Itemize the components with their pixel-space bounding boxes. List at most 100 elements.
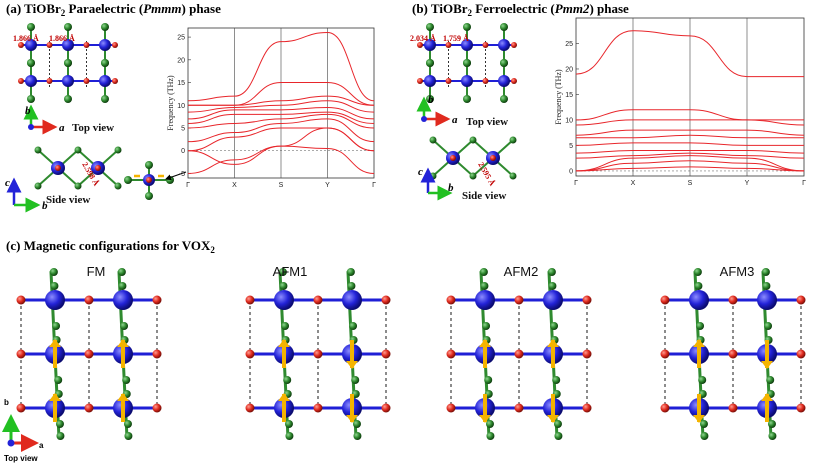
o-atom <box>112 42 118 48</box>
o-atom <box>16 403 26 413</box>
br-atom <box>56 432 65 440</box>
o-atom <box>313 295 323 305</box>
o-atom <box>446 349 456 359</box>
top-view-label: Top view <box>72 122 114 134</box>
br-atom <box>429 136 437 144</box>
bond-length-2-label: 1.866 Å <box>49 34 75 43</box>
band-line-7 <box>575 129 805 136</box>
top-view-label: Top view <box>4 454 38 463</box>
o-atom <box>112 78 118 84</box>
o-atom <box>450 155 456 161</box>
o-atom <box>660 349 670 359</box>
br-atom <box>698 376 707 384</box>
side-view-label: Side view <box>46 194 90 206</box>
ti-atom <box>498 75 510 87</box>
o-atom <box>245 295 255 305</box>
br-atom <box>64 59 72 67</box>
x-tick-label: S <box>688 180 693 187</box>
x-tick-label: Γ <box>186 182 190 189</box>
br-atom <box>486 432 495 440</box>
o-atom <box>152 349 162 359</box>
config-labels: FM AFM1 AFM2 AFM3 <box>87 264 755 279</box>
o-atom <box>446 295 456 305</box>
config-label-afm3: AFM3 <box>720 264 755 279</box>
magnetic-configurations <box>16 268 806 440</box>
br-atom <box>429 172 437 180</box>
y-tick-label: 20 <box>565 66 573 73</box>
ti-atom <box>475 290 495 310</box>
y-tick-label: -5 <box>179 171 185 178</box>
br-atom <box>761 268 770 276</box>
br-atom <box>484 376 493 384</box>
ti-atom <box>543 290 563 310</box>
br-atom <box>553 420 562 428</box>
br-atom <box>281 322 290 330</box>
axes-indicator-b-side: c b <box>418 166 454 201</box>
br-atom <box>463 59 471 67</box>
br-atom <box>349 322 358 330</box>
band-line-1 <box>575 160 805 172</box>
br-atom <box>122 376 131 384</box>
config-label-fm: FM <box>87 264 106 279</box>
br-atom <box>123 420 132 428</box>
br-atom <box>34 146 42 154</box>
o-atom <box>95 165 101 171</box>
spin-arrow-head <box>761 361 773 369</box>
axes-indicator-a-side: c b <box>5 177 48 213</box>
o-atom <box>46 42 53 48</box>
band-line-10 <box>575 30 804 78</box>
config-afm1 <box>245 268 391 440</box>
o-atom <box>796 403 806 413</box>
br-atom <box>700 432 709 440</box>
o-atom <box>514 295 524 305</box>
o-atom <box>660 295 670 305</box>
br-atom <box>117 268 126 276</box>
br-atom <box>479 268 488 276</box>
axis-a-label: a <box>59 122 65 134</box>
axis-c-label: c <box>5 177 10 189</box>
o-atom <box>660 403 670 413</box>
ti-atom <box>461 39 473 51</box>
config-label-afm1: AFM1 <box>273 264 308 279</box>
br-atom <box>278 268 287 276</box>
br-atom <box>547 268 556 276</box>
axis-c-label: c <box>418 166 423 178</box>
o-atom <box>482 78 489 84</box>
structure-a-top-view <box>18 23 118 103</box>
br-atom <box>509 172 517 180</box>
axis-b-label: b <box>4 398 9 407</box>
br-atom <box>694 282 703 290</box>
br-atom <box>346 268 355 276</box>
ti-atom <box>45 290 65 310</box>
x-tick-label: Γ <box>802 180 806 187</box>
br-atom <box>284 420 293 428</box>
axis-b2-label: b <box>448 182 454 194</box>
br-atom <box>699 420 708 428</box>
o-atom <box>381 295 391 305</box>
config-afm3 <box>660 268 806 440</box>
br-atom <box>426 59 434 67</box>
band-line-4 <box>187 113 375 129</box>
ti-atom <box>62 75 74 87</box>
br-atom <box>764 322 773 330</box>
x-tick-label: Γ <box>372 182 376 189</box>
axes-indicator-a-top: b a <box>23 104 65 135</box>
band-line-5 <box>575 142 804 146</box>
br-atom <box>74 146 82 154</box>
o-atom <box>511 42 517 48</box>
o-atom <box>381 349 391 359</box>
o-atom <box>18 42 24 48</box>
ti-atom <box>99 75 111 87</box>
y-tick-label: 0 <box>569 168 573 175</box>
ti-atom <box>757 290 777 310</box>
br-atom <box>120 322 129 330</box>
br-atom <box>762 282 771 290</box>
band-line-5 <box>187 111 375 124</box>
ti-atom <box>424 75 436 87</box>
o-atom <box>313 349 323 359</box>
o-atom <box>313 403 323 413</box>
band-line-10 <box>187 32 375 102</box>
br-atom <box>552 376 561 384</box>
structure-a-side-view <box>34 146 122 190</box>
